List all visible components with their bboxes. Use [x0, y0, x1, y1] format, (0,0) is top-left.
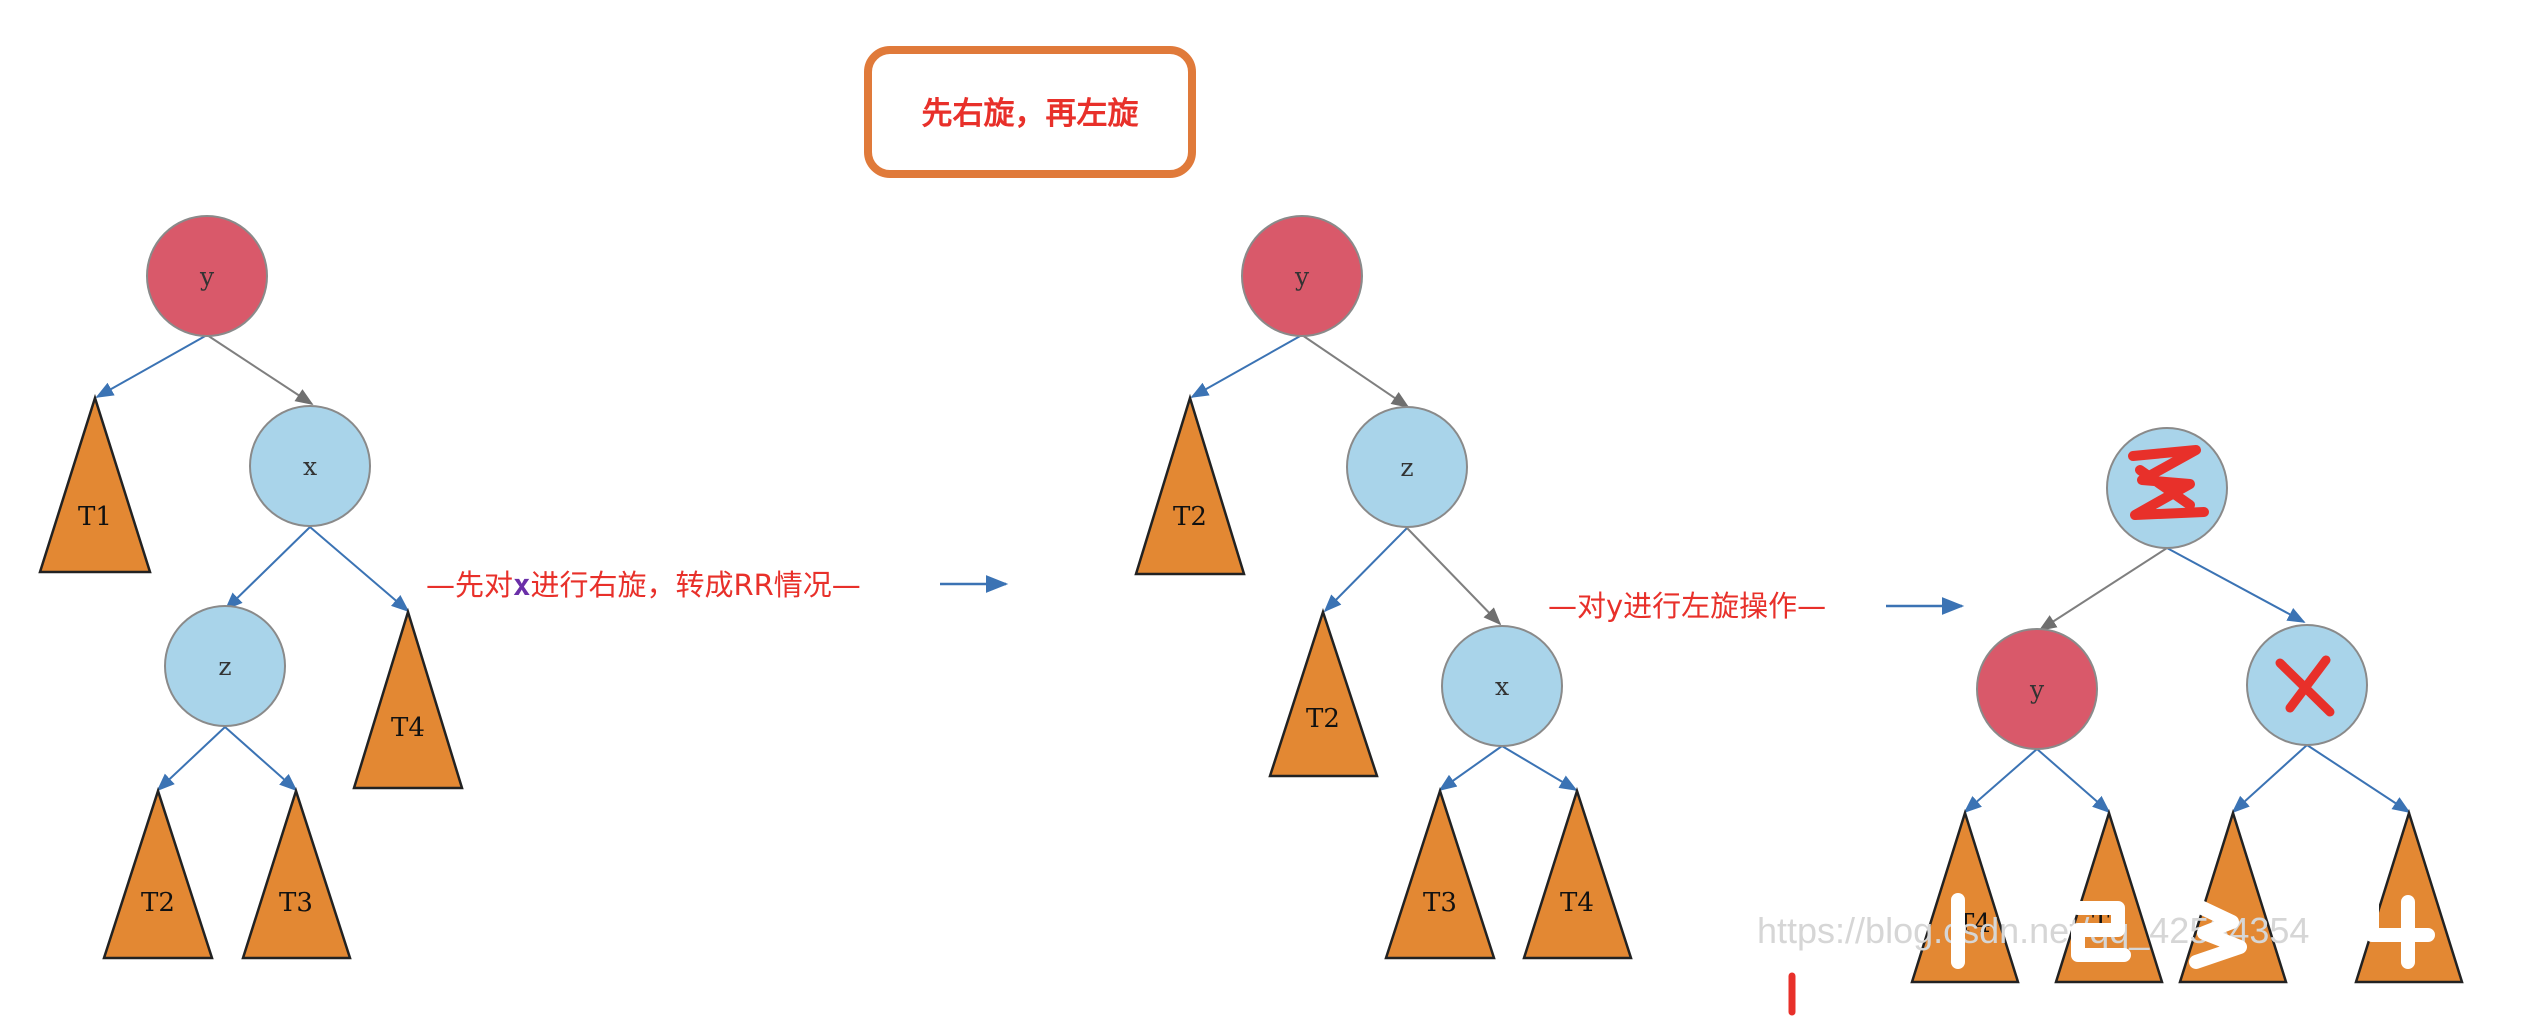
node-y: y — [1241, 215, 1363, 337]
node-label: z — [1400, 453, 1413, 482]
subtree-t4: T4 — [352, 607, 464, 790]
edge-x-t4 — [1501, 745, 1578, 791]
handwritten-numbers — [1951, 893, 2435, 969]
subtree-label: T3 — [1423, 888, 1457, 918]
edge-root-y — [2038, 547, 2168, 631]
subtree-label: T3 — [279, 888, 313, 918]
node-y: y — [146, 215, 268, 337]
edge-z-t3 — [224, 726, 298, 792]
handwritten-2 — [2071, 901, 2131, 962]
step-2-text: —对y进行左旋操作— — [1548, 589, 1826, 623]
node-label: x — [303, 452, 317, 481]
subtree-t1: T1 — [38, 393, 152, 574]
edge-y-t1 — [95, 334, 208, 398]
subtree-label: T4 — [391, 713, 425, 743]
step-2-annotation: —对y进行左旋操作— — [1548, 589, 1965, 623]
subtree-t4: T4 — [1522, 786, 1633, 960]
subtree-t2: T2 — [102, 786, 214, 960]
node-label: y — [199, 262, 215, 291]
edge-y-x — [206, 334, 314, 405]
tree-1: y x z T1 T4 T2 T3 — [38, 215, 464, 960]
cross-mark — [2275, 655, 2335, 717]
tree-3: y T4 T1 — [1910, 427, 2464, 984]
edge-y-t2 — [1190, 334, 1303, 398]
edge-z-t2 — [156, 726, 226, 792]
node-label: z — [218, 652, 231, 681]
handwritten-3 — [2189, 898, 2247, 969]
edge-root-x — [2166, 547, 2306, 623]
subtree-label: T1 — [78, 502, 112, 532]
edge-z-t2 — [1323, 527, 1408, 613]
node-x: x — [249, 405, 371, 527]
title-text: 先右旋，再左旋 — [922, 96, 1139, 132]
subtree-t2: T2 — [1268, 607, 1379, 778]
subtree-t2: T2 — [1134, 393, 1246, 576]
edge-x-t4 — [309, 526, 410, 613]
subtree-label: T2 — [1306, 704, 1340, 734]
edge-y-z — [1301, 334, 1410, 409]
node-label: y — [2029, 675, 2045, 704]
edge-x-left — [2231, 744, 2308, 814]
node-root — [2106, 427, 2228, 549]
node-label: y — [1294, 262, 1310, 291]
step-1-annotation: —先对x进行右旋，转成RR情况— — [426, 568, 1009, 602]
node-x — [2246, 624, 2368, 746]
node-z: z — [164, 605, 286, 727]
subtree-t3: T3 — [1384, 786, 1496, 960]
edge-y-right — [2036, 748, 2111, 814]
edge-z-x — [1406, 527, 1502, 626]
node-y: y — [1976, 628, 2098, 750]
tree-2: y z x T2 T2 T3 T4 — [1134, 215, 1633, 960]
node-label: x — [1495, 672, 1509, 701]
edge-x-right — [2306, 744, 2411, 813]
edge-y-left — [1963, 748, 2038, 814]
handwritten-4 — [2365, 893, 2435, 969]
node-z: z — [1346, 406, 1468, 528]
edge-x-z — [224, 526, 311, 611]
node-x: x — [1441, 625, 1563, 747]
subtree-t3: T3 — [241, 786, 352, 960]
subtree-label: T4 — [1560, 888, 1594, 918]
scribble-mark — [2128, 445, 2209, 520]
edge-x-t3 — [1438, 745, 1503, 792]
step-1-text: —先对x进行右旋，转成RR情况— — [426, 568, 861, 602]
subtree-label: T2 — [141, 888, 175, 918]
title-box: 先右旋，再左旋 — [864, 46, 1196, 178]
subtree-label: T2 — [1173, 502, 1207, 532]
